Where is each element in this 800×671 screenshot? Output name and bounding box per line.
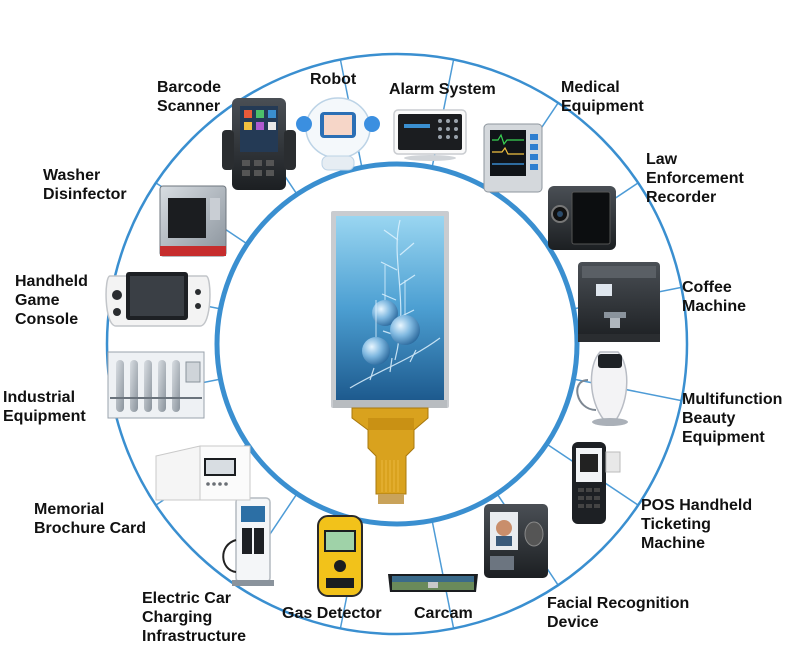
handheld-game-console-illustration	[105, 272, 211, 327]
label-coffee-machine: Coffee Machine	[682, 279, 747, 315]
washer-disinfector-illustration	[159, 185, 227, 257]
label-robot: Robot	[310, 71, 357, 88]
robot-illustration	[296, 97, 380, 171]
label-barcode-scanner: Barcode Scanner	[157, 79, 222, 115]
label-handheld-game-console: Handheld Game Console	[15, 273, 88, 328]
law-enforcement-recorder-illustration	[548, 186, 616, 250]
label-alarm-system: Alarm System	[389, 81, 496, 98]
alarm-system-illustration	[393, 109, 467, 161]
ornament-ball	[372, 300, 398, 326]
ornament-ball	[390, 315, 420, 345]
memorial-brochure-card-illustration	[155, 445, 251, 501]
label-electric-car-charging-infrastructure: Electric Car Charging Infrastructure	[142, 590, 247, 645]
label-facial-recognition-device: Facial Recognition Device	[547, 595, 690, 631]
label-multifunction-beauty-equipment: Multifunction Beauty Equipment	[682, 391, 783, 446]
label-medical-equipment: Medical Equipment	[561, 79, 644, 115]
label-industrial-equipment: Industrial Equipment	[3, 389, 86, 425]
label-pos-handheld-ticketing-machine: POS Handheld Ticketing Machine	[641, 497, 753, 552]
medical-equipment-illustration	[483, 123, 543, 193]
industrial-equipment-illustration	[107, 351, 205, 419]
barcode-scanner-illustration	[222, 98, 296, 190]
outer-ring	[105, 52, 689, 636]
carcam-illustration	[388, 574, 478, 592]
facial-recognition-illustration	[484, 504, 548, 578]
label-gas-detector: Gas Detector	[282, 605, 382, 622]
pos-handheld-illustration	[572, 442, 621, 524]
center-tft-display	[331, 211, 449, 504]
label-law-enforcement-recorder: Law Enforcement Recorder	[646, 151, 744, 206]
beauty-equipment-illustration	[576, 351, 628, 426]
label-memorial-brochure-card: Memorial Brochure Card	[34, 501, 147, 537]
ornament-ball	[362, 337, 390, 365]
label-carcam: Carcam	[414, 605, 473, 622]
coffee-machine-illustration	[578, 262, 660, 342]
gas-detector-illustration	[317, 515, 363, 597]
label-washer-disinfector: Washer Disinfector	[43, 167, 127, 203]
ev-charger-illustration	[222, 497, 274, 586]
